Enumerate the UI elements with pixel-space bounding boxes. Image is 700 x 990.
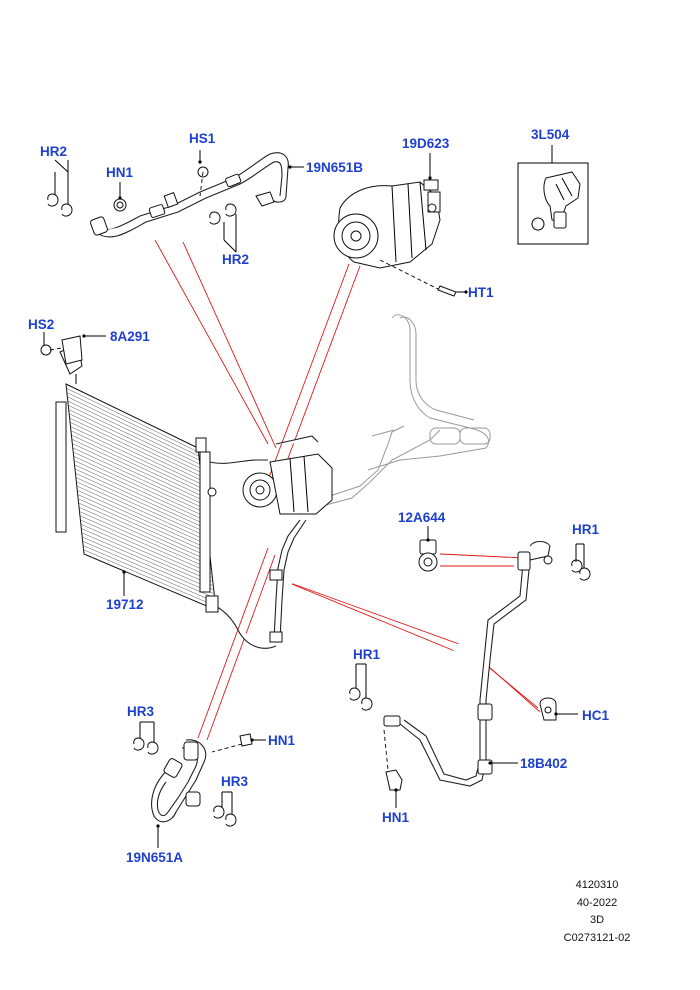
callout-hs2: HS2 bbox=[28, 317, 54, 332]
reference-block: 4120310 40-2022 3D C0273121-02 bbox=[564, 879, 631, 944]
clamps-hr1-mid bbox=[349, 663, 373, 711]
callout-8a291: 8A291 bbox=[110, 329, 150, 344]
callout-hn1-left: HN1 bbox=[268, 733, 295, 748]
compressor-19d623 bbox=[333, 179, 457, 297]
hose-19n651b bbox=[90, 152, 289, 238]
callout-19n651a: 19N651A bbox=[126, 850, 183, 865]
callout-12a644: 12A644 bbox=[398, 510, 446, 525]
callout-3l504: 3L504 bbox=[531, 127, 570, 142]
background-piping bbox=[321, 314, 491, 507]
callout-hn1-top: HN1 bbox=[106, 165, 133, 180]
callout-hr3-left: HR3 bbox=[127, 704, 154, 719]
nut-hn1-bottom bbox=[383, 729, 403, 791]
callout-19n651b: 19N651B bbox=[306, 160, 363, 175]
callout-hr2-top-left: HR2 bbox=[40, 144, 67, 159]
reference-line-3: 3D bbox=[590, 914, 604, 926]
callout-19d623: 19D623 bbox=[402, 136, 450, 151]
clamps-hr2-top-mid bbox=[209, 203, 237, 253]
callout-hr2-top-mid: HR2 bbox=[222, 252, 249, 267]
callout-hr3-bottom: HR3 bbox=[221, 774, 248, 789]
condenser-fins bbox=[66, 388, 216, 607]
clip-hc1 bbox=[539, 697, 557, 721]
reference-line-2: 40-2022 bbox=[577, 897, 617, 909]
reference-line-4: C0273121-02 bbox=[564, 932, 631, 944]
center-assembly bbox=[237, 435, 333, 649]
callout-hn1-bottom: HN1 bbox=[382, 810, 409, 825]
callout-labels: HR2 HN1 HS1 19N651B HR2 19D623 3L504 HT1… bbox=[28, 127, 609, 865]
callout-ht1: HT1 bbox=[468, 285, 494, 300]
sensor-12a644 bbox=[418, 539, 438, 572]
hose-19n651a bbox=[151, 733, 253, 823]
callout-hr1-right: HR1 bbox=[572, 522, 599, 537]
reference-line-1: 4120310 bbox=[576, 879, 619, 891]
bracket-hs2 bbox=[40, 335, 83, 365]
callout-hc1: HC1 bbox=[582, 708, 609, 723]
label-leaders bbox=[43, 145, 578, 848]
callout-hs1: HS1 bbox=[189, 131, 216, 146]
clamps-hr3-left bbox=[133, 721, 159, 755]
clamps-hr3-bottom bbox=[213, 791, 237, 827]
hose-18b402 bbox=[383, 540, 553, 787]
callout-hr1-mid: HR1 bbox=[353, 647, 380, 662]
callout-18b402: 18B402 bbox=[520, 756, 567, 771]
clamps-hr2-top-left bbox=[47, 159, 73, 217]
inset-3l504 bbox=[517, 162, 589, 245]
callout-19712: 19712 bbox=[106, 597, 144, 612]
red-leader-lines bbox=[154, 239, 541, 741]
clamps-hr1-right bbox=[571, 543, 591, 581]
